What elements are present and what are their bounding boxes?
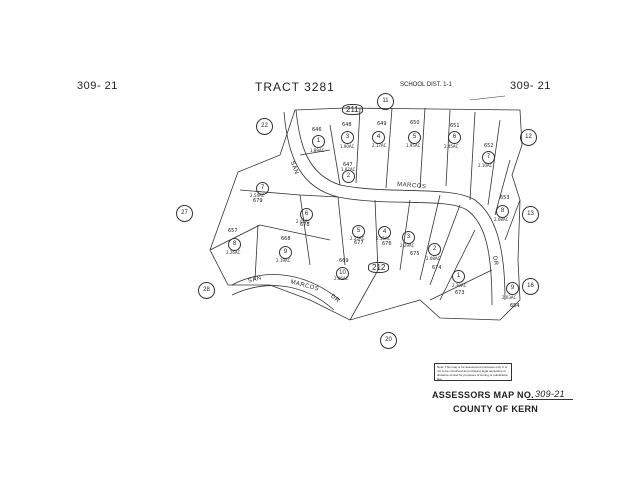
lot-669-acres: 2.06AC	[334, 276, 349, 281]
lot-651-acres: 2.45AC	[444, 144, 459, 149]
neighbor-block-27: 27	[176, 205, 193, 222]
lot-668: 668	[281, 236, 291, 242]
tract-boundary	[209, 107, 523, 321]
lot-674: 674	[432, 265, 442, 271]
lot-650-acres: 1.95AC	[406, 143, 421, 148]
lot-675: 675	[410, 251, 420, 257]
map-ref-left: 309- 21	[77, 80, 118, 92]
lot-668-acres: 2.19AC	[276, 258, 291, 263]
north-arrow-line	[469, 95, 506, 101]
lot-652-acres: 2.10AC	[478, 163, 493, 168]
lot-673-acres: 2.30AC	[452, 283, 467, 288]
neighbor-block-22: 22	[256, 118, 273, 135]
lot-650-circle: 5	[408, 131, 421, 144]
neighbor-block-16: 16	[522, 278, 539, 295]
lot-674-circle: 2	[428, 243, 441, 256]
lot-646-circle: 1	[312, 135, 325, 148]
lot-678: 678	[300, 222, 310, 228]
road-san-marcos-lower-south	[231, 285, 335, 311]
lot-649-circle: 4	[372, 131, 385, 144]
school-district: SCHOOL DIST. 1-1	[400, 82, 452, 88]
lot-653-circle: 8	[496, 205, 509, 218]
lot-651-circle: 6	[448, 131, 461, 144]
assessors-map-number: 309-21	[527, 389, 573, 400]
assessment-note: Note: This map is for assessment purpose…	[434, 363, 512, 381]
lot-657-circle: 8	[228, 238, 241, 251]
neighbor-block-13: 13	[522, 206, 539, 223]
lot-679-circle: 7	[256, 182, 269, 195]
lot-650: 650	[410, 120, 420, 126]
tract-title: TRACT 3281	[255, 80, 335, 94]
lot-646: 646	[312, 127, 322, 133]
tract-number-211: 211	[342, 104, 363, 115]
tract-number-212: 212	[368, 262, 390, 273]
lot-652-circle: 7	[482, 151, 495, 164]
lot-647-circle: 2	[342, 170, 355, 183]
lot-676: 676	[382, 241, 392, 247]
lot-649: 649	[377, 121, 387, 127]
lot-654: 654	[510, 303, 520, 309]
county-name: COUNTY OF KERN	[453, 404, 539, 414]
lot-677-acres: 2.25AC	[350, 236, 365, 241]
lot-648-acres: 1.90AC	[340, 144, 355, 149]
lot-673: 673	[455, 290, 465, 296]
road-san-marcos-lower-north	[231, 274, 341, 301]
lot-673-circle: 1	[452, 270, 465, 283]
lot-654-circle: 9	[506, 282, 519, 295]
lot-678-acres: 2.05AC	[296, 219, 311, 224]
lot-652: 652	[484, 143, 494, 149]
lot-675-circle: 3	[402, 231, 415, 244]
lot-647: 647	[343, 162, 353, 168]
lot-675-acres: 2.29AC	[400, 243, 415, 248]
assessors-map-label: ASSESSORS MAP NO.	[432, 390, 534, 400]
lot-653: 653	[500, 195, 510, 201]
lot-679: 679	[253, 198, 263, 204]
road-san-marcos-upper-north	[295, 109, 506, 301]
lot-676-circle: 4	[378, 226, 391, 239]
lot-677: 677	[354, 240, 364, 246]
neighbor-block-20: 20	[380, 332, 397, 349]
lot-669: 669	[339, 258, 349, 264]
lot-669-circle: 10	[336, 267, 349, 280]
lot-647-acres: 1.87AC	[341, 167, 356, 172]
lot-649-acres: 2.17AC	[372, 143, 387, 148]
neighbor-block-11: 11	[377, 93, 394, 110]
lot-676-acres: 2.15AC	[376, 236, 391, 241]
lot-679-acres: 2.54AC	[250, 193, 265, 198]
neighbor-block-12: 12	[520, 129, 537, 146]
lot-651: 651	[450, 123, 460, 129]
map-ref-right: 309- 21	[510, 80, 551, 92]
lot-648-circle: 3	[341, 131, 354, 144]
lot-654-acres: 2.03AC	[502, 295, 517, 300]
lot-657: 657	[228, 228, 238, 234]
lot-677-circle: 5	[352, 225, 365, 238]
lot-646-acres: 1.89AC	[310, 148, 325, 153]
lot-657-acres: 2.26AC	[226, 250, 241, 255]
lot-653-acres: 2.08AC	[494, 217, 509, 222]
lot-648: 648	[342, 122, 352, 128]
neighbor-block-28: 28	[198, 282, 215, 299]
lot-674-acres: 2.08AC	[426, 256, 441, 261]
road-san-marcos-upper-south	[283, 111, 493, 306]
lot-668-circle: 9	[279, 246, 292, 259]
lot-678-circle: 6	[300, 208, 313, 221]
